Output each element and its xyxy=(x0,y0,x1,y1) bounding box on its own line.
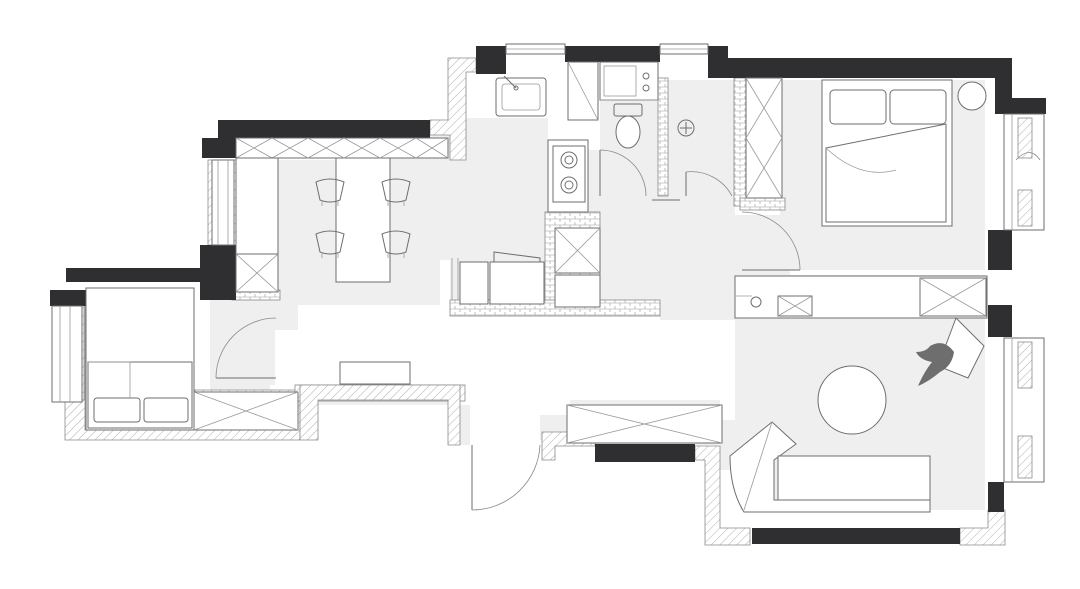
window-right-upper xyxy=(1003,113,1045,231)
stove-icon xyxy=(552,145,586,203)
laundry-area xyxy=(451,251,545,305)
doors xyxy=(215,149,801,511)
door-master-bedroom xyxy=(741,211,801,271)
chaise-sofa xyxy=(729,421,931,513)
chair-icon xyxy=(381,230,411,258)
window-left-upper xyxy=(211,159,235,246)
upper-cabinets xyxy=(235,137,449,293)
window-left-lower xyxy=(51,305,83,403)
door-second-bedroom xyxy=(215,317,277,379)
dining-set xyxy=(315,157,411,283)
toilet-icon xyxy=(613,103,643,149)
door-bathroom xyxy=(599,149,680,201)
chair-icon xyxy=(315,178,345,206)
windows xyxy=(51,43,1045,483)
armchair-plant xyxy=(916,317,985,386)
door-shower xyxy=(685,171,733,197)
wardrobe xyxy=(734,275,988,319)
shoe-cabinet xyxy=(339,361,411,385)
nightstand-lamp xyxy=(957,81,987,111)
window-top-center xyxy=(505,43,709,55)
chair-icon xyxy=(315,230,345,258)
door-entrance xyxy=(471,444,541,511)
coffee-table xyxy=(817,365,887,435)
bathroom xyxy=(567,61,695,149)
floor-drain-icon xyxy=(677,119,695,137)
kitchen-counter xyxy=(547,139,589,213)
chair-icon xyxy=(381,178,411,206)
master-bedroom xyxy=(745,77,987,227)
living-room xyxy=(339,317,985,513)
double-bed xyxy=(821,79,953,227)
window-right-lower xyxy=(1003,337,1045,483)
kitchen-sink xyxy=(495,77,547,117)
kitchen xyxy=(495,75,601,308)
dining-table xyxy=(335,157,391,283)
second-bedroom xyxy=(85,287,299,431)
